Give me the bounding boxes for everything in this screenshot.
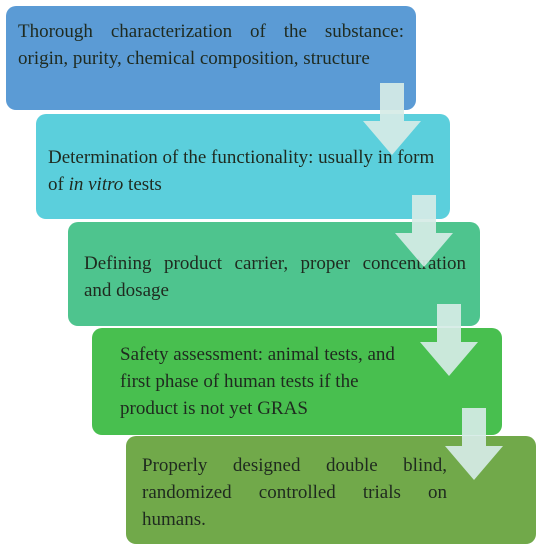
step-1-box: Thorough characterization of the substan… (6, 6, 416, 110)
down-arrow-icon (363, 83, 421, 155)
step-5-text: Properly designed double blind, randomiz… (142, 455, 447, 530)
down-arrow-icon (445, 408, 503, 480)
step-2-text: Determination of the functionality: usua… (48, 147, 435, 195)
step-3-text: Defining product carrier, proper concent… (84, 253, 466, 301)
down-arrow-icon (420, 304, 478, 376)
step-4-text: Safety assessment: animal tests, and fir… (120, 344, 395, 419)
step-1-text: Thorough characterization of the substan… (18, 21, 404, 69)
down-arrow-icon (395, 195, 453, 267)
